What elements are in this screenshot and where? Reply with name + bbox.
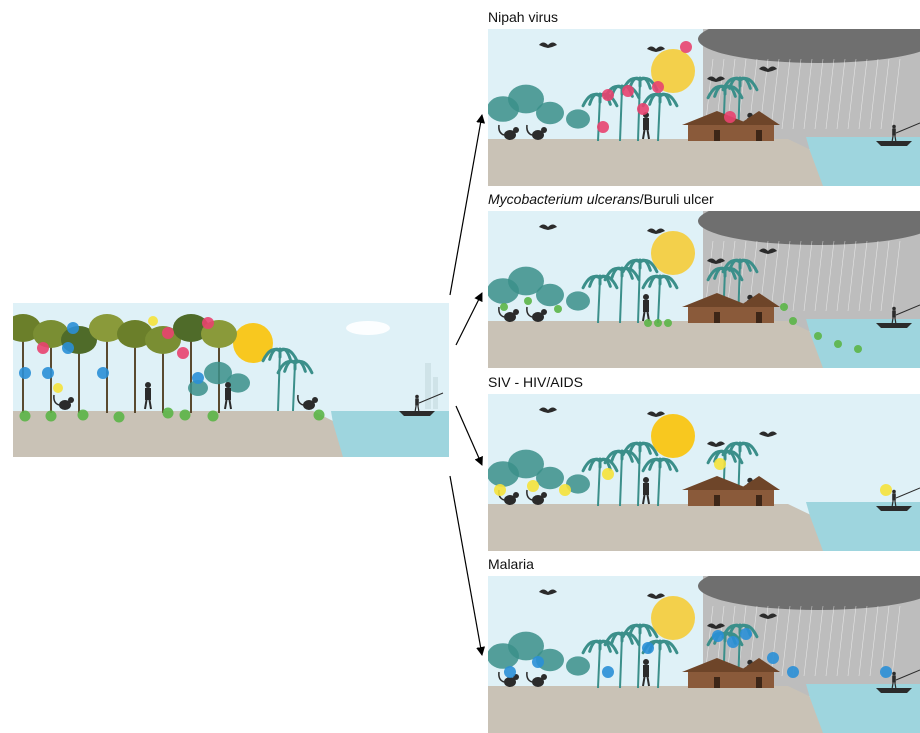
arrow-to-siv — [456, 406, 482, 465]
arrow-to-nipah — [450, 115, 482, 295]
arrow-to-buruli — [456, 293, 482, 345]
arrow-to-malaria — [450, 476, 482, 655]
